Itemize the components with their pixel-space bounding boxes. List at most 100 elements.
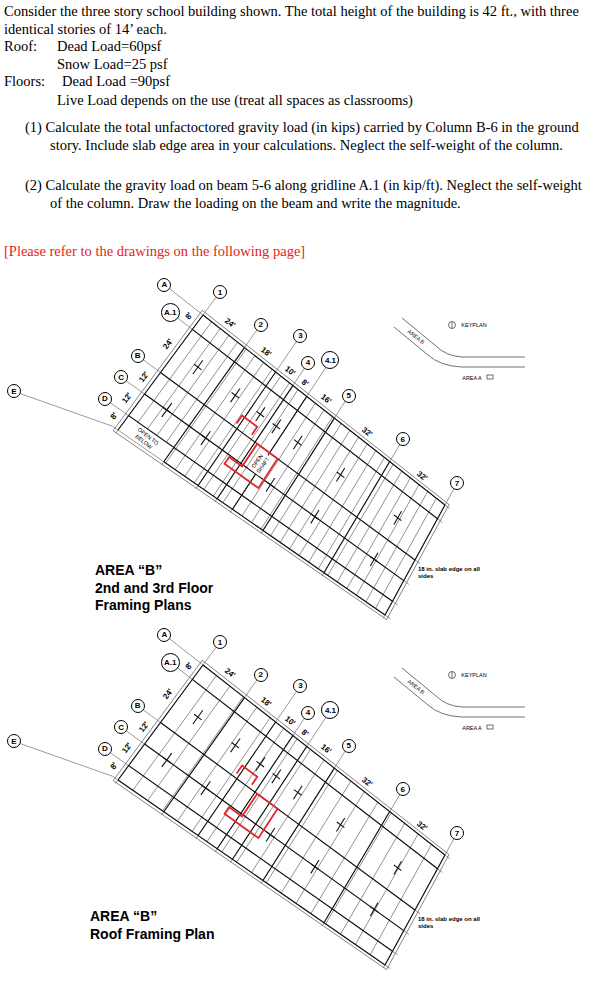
- grid-label: 4.1: [325, 706, 336, 715]
- span-symbol: [370, 553, 378, 566]
- keyplan-label: AREA A: [461, 725, 483, 732]
- grid-label: 5: [346, 391, 350, 400]
- girder: [118, 665, 203, 780]
- span-symbol: [232, 743, 239, 749]
- girder: [324, 462, 390, 573]
- span-symbol: [256, 407, 265, 421]
- dimension: 24': [222, 666, 238, 681]
- gridline: [322, 439, 403, 576]
- load-value: Live Load depends on the use (treat all …: [57, 92, 413, 110]
- grid-label: C: [118, 373, 124, 382]
- span-symbol: [194, 714, 201, 720]
- span-symbol: [311, 860, 319, 873]
- keyplan-icon: [452, 322, 453, 329]
- grid-label: E: [11, 387, 16, 396]
- dimension: 32': [359, 775, 375, 790]
- beam: [129, 416, 393, 602]
- span-symbol: [293, 786, 302, 800]
- gridline: [196, 336, 301, 489]
- gridline: [230, 360, 330, 512]
- span-symbol: [267, 832, 275, 838]
- beam: [192, 679, 437, 868]
- keyplan-band: [402, 318, 525, 357]
- beam: [192, 329, 437, 518]
- grid-label: 5: [346, 741, 350, 750]
- note-text: [Please refer to the drawings on the fol…: [4, 243, 305, 261]
- girder: [118, 315, 203, 430]
- gridline: [115, 642, 220, 783]
- span-symbol: [394, 515, 401, 521]
- grid-bubble: B: [131, 349, 145, 363]
- dimension: 8': [183, 660, 195, 672]
- dimension: 32': [414, 818, 430, 833]
- grid-bubble: 4: [301, 706, 315, 720]
- span-symbol: [194, 364, 201, 370]
- dimension: 18': [258, 694, 274, 709]
- girder: [385, 855, 445, 965]
- joist: [166, 342, 237, 442]
- keyplan-icon: [449, 672, 456, 679]
- dimension: 8': [108, 410, 120, 422]
- dimension: 16': [318, 392, 334, 407]
- span-symbol: [273, 773, 280, 779]
- span-symbol: [232, 393, 239, 399]
- dimension: 8': [108, 760, 120, 772]
- grid-bubble: 2: [254, 318, 268, 332]
- grid-label: B: [135, 701, 141, 710]
- grid-bubble: 5: [342, 389, 356, 403]
- grid-label: 7: [455, 479, 459, 488]
- span-symbol: [394, 861, 402, 874]
- dimension: 10': [282, 713, 298, 728]
- gridline: [164, 635, 450, 859]
- grid-bubble: 3: [293, 329, 307, 343]
- beam: [203, 665, 445, 855]
- grid-label: A: [161, 630, 167, 639]
- span-symbol: [193, 710, 203, 724]
- load-value: Dead Load=60psf: [57, 38, 161, 56]
- grid-label: 2: [258, 670, 262, 679]
- gridline: [230, 710, 330, 862]
- grid-bubble: 4.1: [321, 351, 339, 369]
- gridline: [161, 675, 260, 815]
- plan-title: 2nd and 3rd Floor Framing Plans: [95, 580, 245, 614]
- grid-label: E: [11, 737, 16, 746]
- shaft-outline: [237, 766, 258, 785]
- question-text: (1) Calculate the total unfactoctored gr…: [25, 119, 591, 154]
- girder: [164, 698, 245, 812]
- span-symbol: [266, 478, 275, 492]
- span-symbol: [266, 828, 275, 842]
- load-heading: Floors:: [4, 73, 45, 91]
- girder: [164, 348, 245, 462]
- dimension: 32': [359, 425, 375, 440]
- span-symbol: [162, 403, 172, 417]
- grid-bubble: 4.1: [321, 701, 339, 719]
- plan-title: Roof Framing Plan: [90, 926, 214, 943]
- span-symbol: [193, 360, 203, 374]
- span-symbol: [231, 389, 240, 403]
- span-symbol: [257, 411, 264, 417]
- keyplan-icon: [452, 672, 453, 679]
- gridline: [121, 727, 409, 934]
- beam: [161, 373, 416, 561]
- beam: [145, 394, 404, 581]
- keyplan-swatch: [487, 725, 493, 729]
- grid-label: 7: [455, 829, 459, 838]
- grid-bubble: A: [157, 628, 171, 642]
- slab-note: 18 in. slab edge on all sides: [418, 916, 482, 930]
- joist: [223, 390, 298, 503]
- span-symbol: [202, 785, 210, 791]
- dimension: 8': [299, 377, 311, 389]
- grid-bubble: C: [114, 720, 128, 734]
- span-symbol: [201, 781, 210, 795]
- dimension: 32': [414, 468, 430, 483]
- keyplan-swatch: [487, 375, 493, 379]
- span-symbol: [311, 510, 319, 523]
- span-symbol: [257, 761, 264, 767]
- grid-bubble: 3: [293, 679, 307, 693]
- gridline: [138, 356, 420, 564]
- span-symbol: [311, 514, 319, 520]
- gridline: [121, 377, 409, 584]
- load-value: Snow Load=25 psf: [57, 56, 167, 74]
- girder: [263, 418, 334, 530]
- joist: [147, 329, 220, 429]
